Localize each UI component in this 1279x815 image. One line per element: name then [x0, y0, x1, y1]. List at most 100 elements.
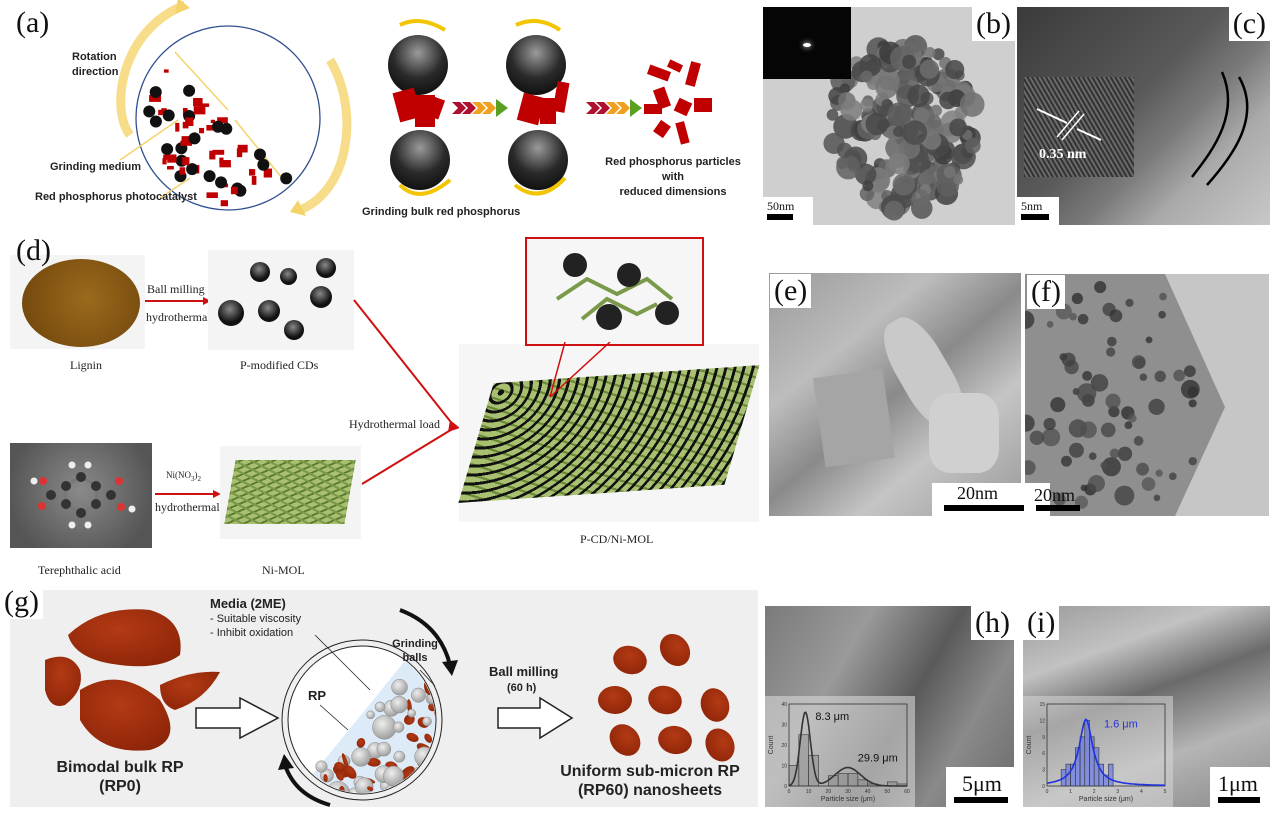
hollow-arrow-2 — [497, 696, 574, 740]
rotation-arrowhead-bottom — [290, 200, 306, 216]
x-tick-label: 1 — [1069, 789, 1072, 795]
nanoparticle — [826, 108, 839, 121]
rotation-arrow-right — [298, 57, 352, 215]
reduced-label-line1: Red phosphorus particles with — [605, 156, 741, 183]
rp-fragment — [236, 148, 243, 158]
grinding-ball — [149, 115, 162, 128]
x-tick-label: 50 — [885, 789, 891, 795]
rp-ball-milling-diagram — [45, 608, 735, 807]
rotation-label-line2: direction — [72, 66, 119, 78]
rp-particle — [343, 765, 357, 779]
grinding-ball — [253, 148, 266, 161]
panel-c-hrtem-image: 0.35 nm (c) 5nm — [1017, 7, 1270, 225]
jar-particle-group — [143, 69, 293, 207]
cd-dot — [1100, 461, 1107, 469]
uniform-rp-line2: (RP60) nanosheets — [577, 782, 723, 799]
nanoparticle — [902, 120, 928, 145]
panel-e-label: (e) — [770, 274, 812, 308]
panel-e-scale-line — [944, 505, 1024, 511]
fit-curve — [1046, 718, 1165, 787]
y-tick-label: 0 — [784, 784, 787, 790]
step2-reagent-sub2: 2 — [197, 474, 202, 483]
cd-dot — [1046, 321, 1054, 328]
lattice-annotation — [1036, 71, 1249, 186]
cd-dot — [1188, 399, 1197, 408]
shell-line-inner — [1191, 71, 1230, 178]
nanoparticle — [875, 75, 899, 99]
cd-dot — [1109, 309, 1123, 323]
grinding-ball — [280, 172, 293, 185]
nanoparticle — [888, 152, 910, 175]
grinding-bulk-label: Grinding bulk red phosphorus — [362, 206, 521, 218]
panel-i-scale-bar: 1μm — [1210, 767, 1270, 807]
grinding-ball — [422, 716, 432, 727]
panel-ef-scale-bar: 20nm 20nm — [932, 483, 1080, 516]
panel-i-scale-text: 1μm — [1218, 771, 1258, 796]
cd-dot — [1155, 469, 1163, 477]
rotation-arrow-bottom — [283, 764, 331, 807]
rp-fragment — [251, 175, 257, 185]
photocatalyst-pointer — [159, 177, 191, 199]
step1-arrow — [145, 297, 211, 305]
panel-d-label: (d) — [16, 234, 51, 267]
nanoparticle — [836, 155, 861, 180]
ball-mill-jar-diagram — [116, 0, 712, 216]
y-tick-label: 9 — [1042, 735, 1045, 741]
cd-dot — [1109, 448, 1120, 459]
grinding-ball — [315, 760, 328, 773]
step2-arrow — [155, 490, 221, 498]
cd-dot — [1088, 452, 1097, 461]
panel-d: (d) Lignin Ball milling hydrothermal P-m… — [0, 232, 760, 582]
rp-fragment — [161, 108, 167, 114]
rp-fragment — [212, 149, 225, 155]
panel-b-scale-line — [767, 214, 793, 220]
step2-reagent-sub: 3 — [191, 474, 195, 483]
grinding-ball — [429, 765, 435, 785]
nanoparticle — [930, 104, 942, 117]
panel-h-scale-line — [954, 797, 1008, 803]
grinding-ball — [411, 687, 426, 703]
p-cd-ni-mol-image — [458, 344, 760, 522]
cd-dot — [1159, 292, 1167, 301]
cd-dot — [1148, 398, 1165, 416]
rp-fragment — [180, 140, 193, 146]
cd-dot — [1029, 430, 1045, 446]
photocatalyst-label: Red phosphorus photocatalyst — [35, 191, 197, 203]
rp-particle — [366, 758, 381, 767]
chevron-arrow-2 — [586, 99, 642, 117]
grinding-ball — [351, 747, 371, 767]
y-tick-label: 0 — [1042, 784, 1045, 790]
uniform-rp-particle — [658, 725, 692, 755]
terephthalic-acid-image — [10, 443, 152, 548]
ni-mol-label: Ni-MOL — [262, 563, 305, 577]
cd-dot — [1168, 472, 1177, 481]
uniform-rp-particle — [705, 728, 735, 762]
cd-dot — [1082, 370, 1093, 381]
histogram-bar — [808, 754, 819, 787]
mill-jar-outer — [281, 639, 443, 801]
bulk-rp-particle — [160, 671, 220, 710]
grinding-ball — [376, 741, 392, 757]
bulk-rp-label: Bimodal bulk RP (RP0) — [30, 758, 210, 796]
carbon-dot — [316, 258, 336, 278]
cd-dot — [1139, 373, 1148, 381]
rotation-direction-label: Rotation direction — [72, 50, 118, 80]
histogram-bar — [1108, 763, 1114, 787]
bulk-rp-particle — [80, 679, 171, 751]
uniform-rp-particles — [598, 633, 735, 762]
flake — [813, 368, 895, 468]
cd-dot — [1076, 383, 1097, 403]
grinding-ball — [393, 750, 406, 763]
cd-dot — [1041, 428, 1061, 447]
peak-annotation: 8.3 μm — [815, 711, 849, 723]
grinding-ball — [390, 695, 408, 714]
y-tick-label: 3 — [1042, 768, 1045, 774]
carbon-dot — [218, 300, 244, 326]
nanoparticle — [893, 126, 904, 137]
y-tick-label: 12 — [1039, 718, 1045, 724]
zoom-callout-lines — [549, 342, 611, 398]
histogram-bar — [1079, 736, 1086, 787]
step2-hydrothermal: hydrothermal — [155, 500, 220, 514]
y-tick-label: 10 — [781, 764, 787, 770]
